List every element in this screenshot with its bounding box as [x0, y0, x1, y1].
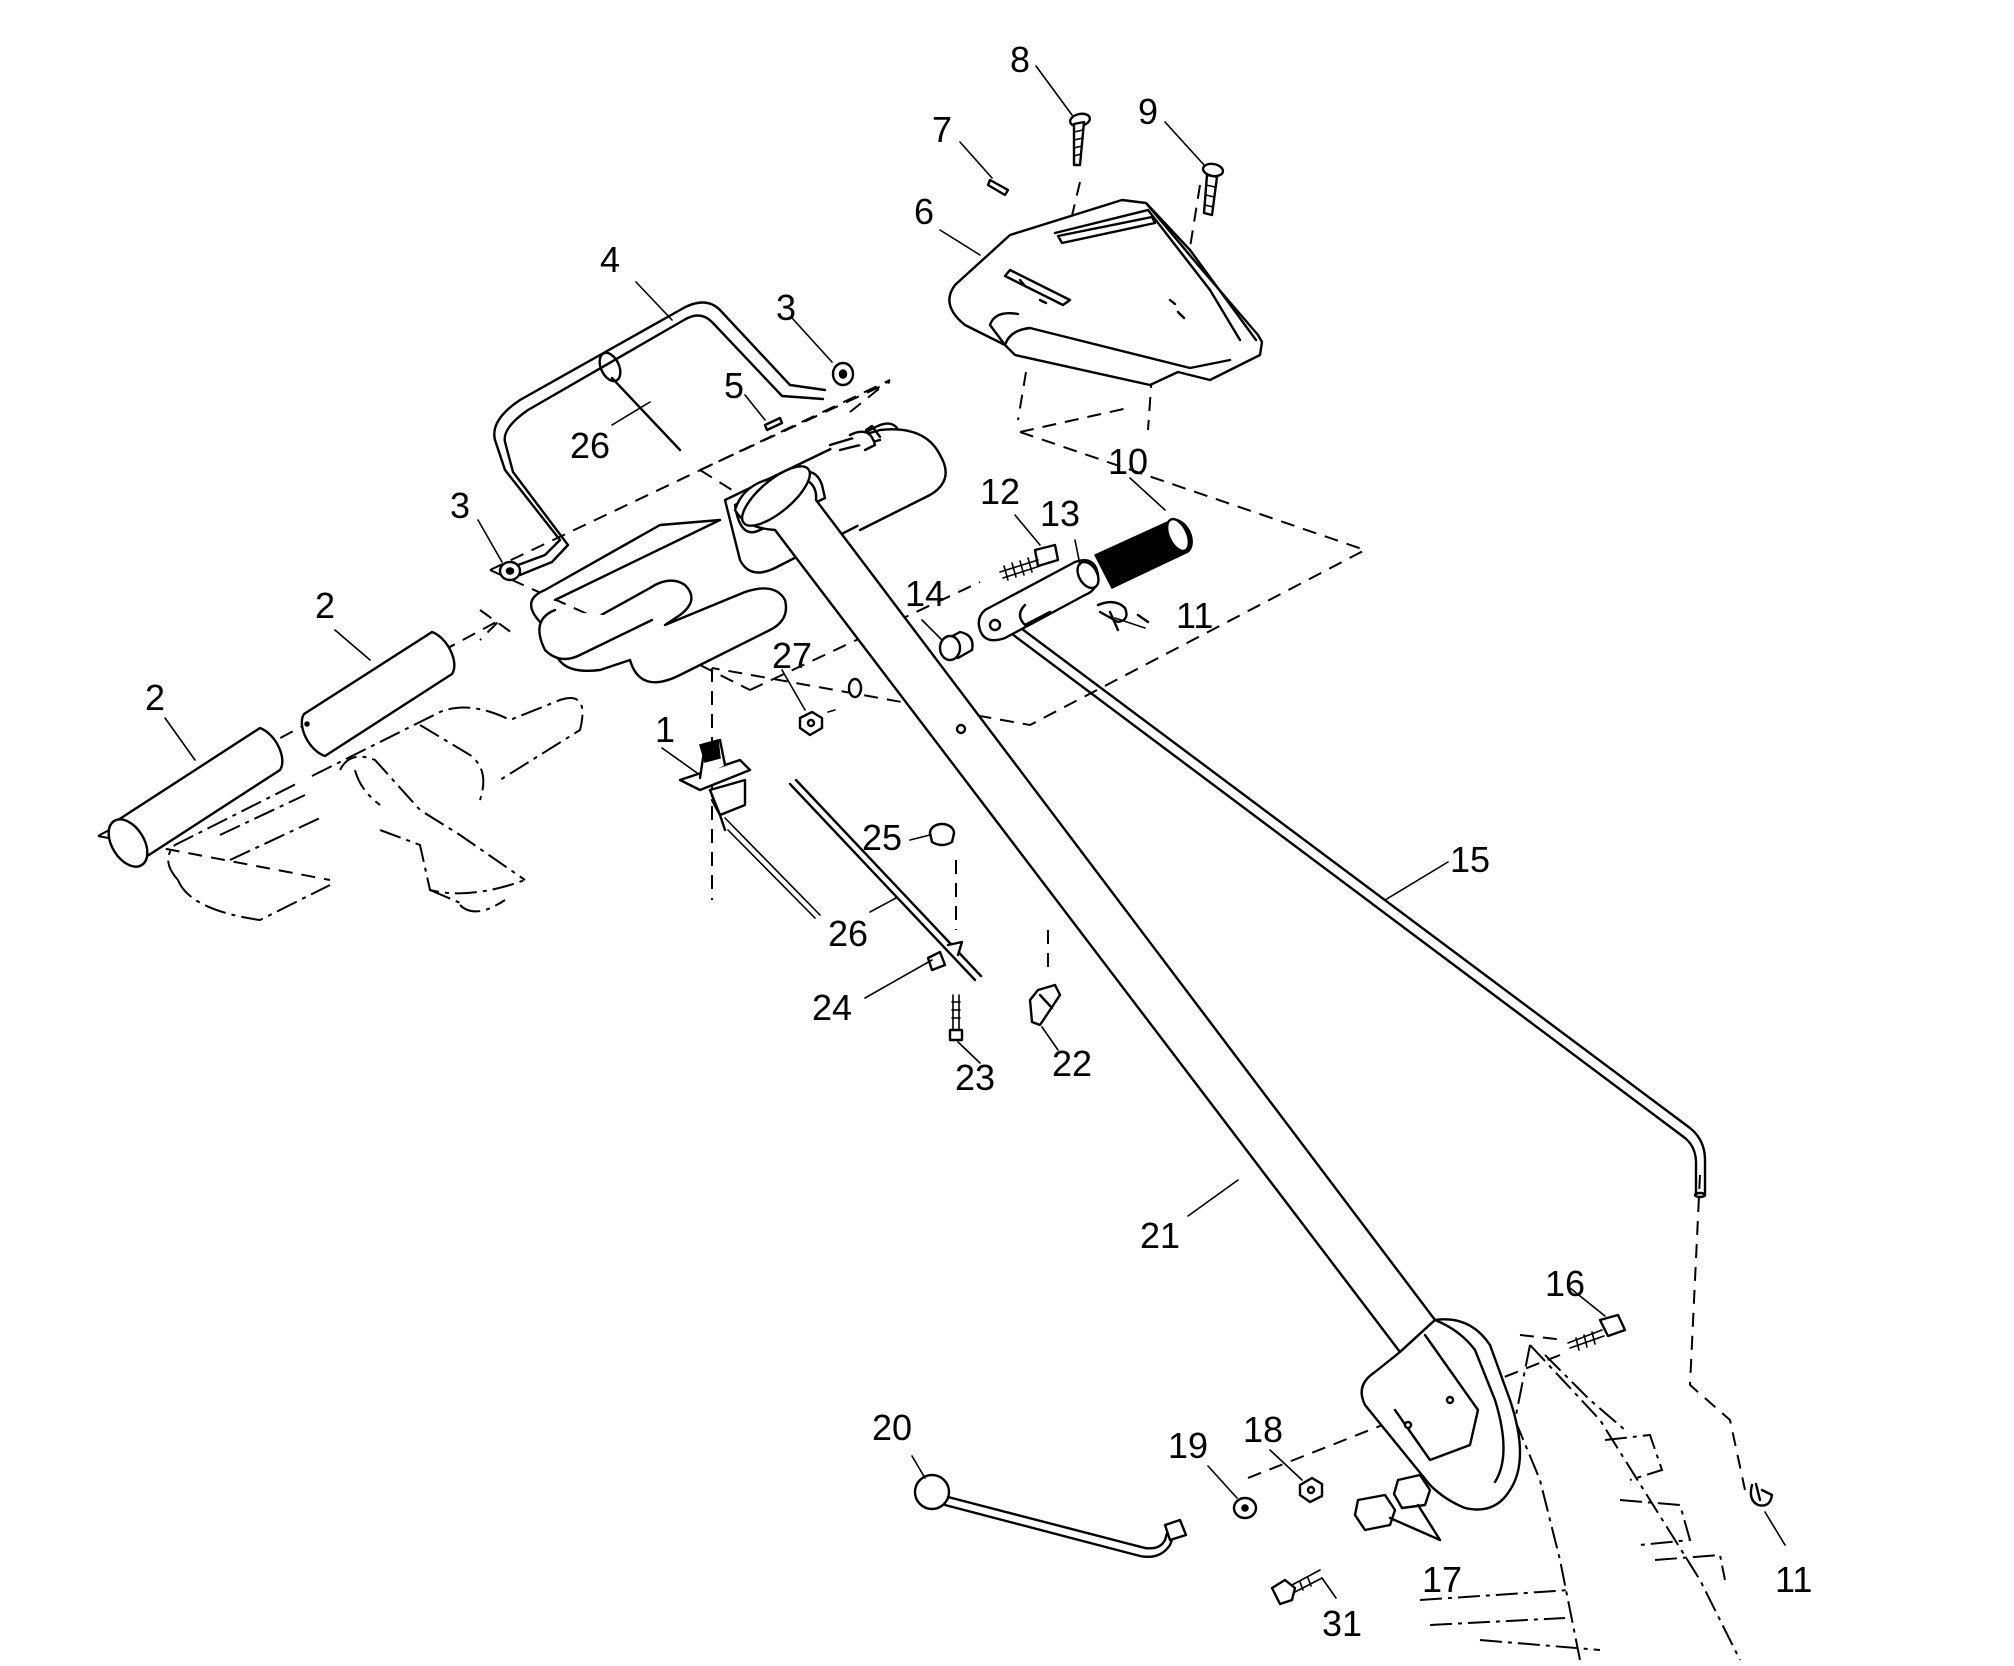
callout-26-upper: 26 [570, 425, 610, 466]
cable-26-lower [788, 778, 983, 982]
callout-14: 14 [905, 573, 945, 614]
pin-7 [986, 178, 1010, 197]
callout-10: 10 [1108, 441, 1148, 482]
callout-8: 8 [1010, 39, 1030, 80]
callout-9: 9 [1138, 91, 1158, 132]
nut-27 [798, 677, 863, 737]
callout-20: 20 [872, 1407, 912, 1448]
washer-left [498, 560, 522, 582]
nut-18 [1298, 1476, 1324, 1504]
callout-2-upper: 2 [315, 585, 335, 626]
bushing-14 [938, 630, 974, 662]
callout-19: 19 [1168, 1425, 1208, 1466]
washer-19 [1232, 1496, 1258, 1520]
callout-25: 25 [862, 817, 902, 858]
callout-13: 13 [1040, 493, 1080, 534]
callout-15: 15 [1450, 839, 1490, 880]
callout-3-lower: 3 [450, 485, 470, 526]
callout-24: 24 [812, 987, 852, 1028]
callout-6: 6 [914, 191, 934, 232]
ghost-base-bracket [1419, 1344, 1741, 1661]
callout-12: 12 [980, 471, 1020, 512]
callout-1: 1 [655, 709, 675, 750]
assembly-guide-lines [97, 181, 1746, 1491]
callout-18: 18 [1243, 1409, 1283, 1450]
grip-sleeve-10 [1093, 517, 1193, 589]
control-rod [1002, 618, 1707, 1199]
callout-2-lower: 2 [145, 677, 165, 718]
ghost-base-frame [167, 697, 584, 922]
callout-21: 21 [1140, 1215, 1180, 1256]
hairpin-clip-lower [1749, 1482, 1774, 1507]
top-cover [948, 198, 1264, 387]
handle-tube [733, 465, 1522, 1511]
cable-loop-26 [598, 351, 682, 452]
screw-8 [1068, 112, 1092, 167]
clip-24 [926, 940, 964, 972]
lever-arm-13 [977, 558, 1100, 642]
callout-16: 16 [1545, 1263, 1585, 1304]
callout-11-lower: 11 [1775, 1559, 1812, 1600]
callout-26-lower: 26 [828, 913, 868, 954]
throttle-bracket-1 [678, 738, 821, 919]
washer-right [831, 361, 855, 387]
pin-5 [763, 416, 784, 432]
screw-23 [948, 994, 964, 1042]
callout-3-upper: 3 [776, 287, 796, 328]
callout-7: 7 [932, 109, 952, 150]
callout-17: 17 [1422, 1559, 1462, 1600]
foam-grip-upper [300, 630, 456, 758]
callout-23: 23 [955, 1057, 995, 1098]
bolt-16 [1567, 1313, 1627, 1351]
foam-grip-lower [107, 726, 284, 868]
grommet-25 [928, 822, 956, 847]
bolt-12 [999, 543, 1060, 581]
leader-lines [164, 65, 1786, 1599]
callout-11-upper: 11 [1176, 595, 1213, 636]
callout-31: 31 [1322, 1603, 1362, 1644]
pads-17 [1353, 1473, 1442, 1542]
callout-4: 4 [600, 239, 620, 280]
shift-lever-20 [913, 1473, 1188, 1559]
callout-labels: 8 9 7 6 4 3 5 26 3 10 12 13 14 11 2 2 27… [145, 39, 1812, 1644]
callout-5: 5 [724, 365, 744, 406]
bolt-9 [1201, 162, 1225, 217]
callout-22: 22 [1052, 1043, 1092, 1084]
handle-frame [530, 422, 947, 684]
clip-22 [1028, 983, 1062, 1027]
control-bail [493, 301, 827, 577]
callout-27: 27 [772, 635, 812, 676]
bolt-31 [1270, 1569, 1323, 1606]
